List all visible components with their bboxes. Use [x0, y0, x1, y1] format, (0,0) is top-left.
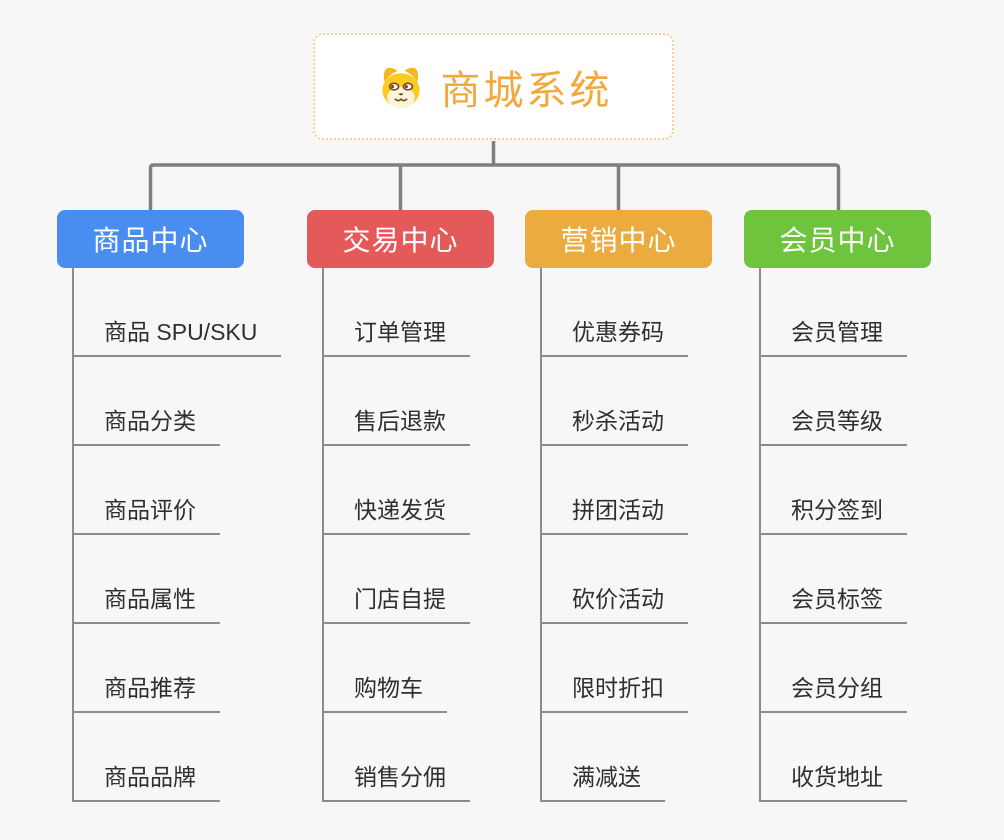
branch-children: 商品 SPU/SKU 商品分类商品评价商品属性商品推荐商品品牌 — [72, 268, 282, 802]
branch-label: 商品中心 — [92, 225, 209, 256]
leaf-label: 会员管理 — [791, 319, 883, 345]
leaf-node[interactable]: 商品评价 — [74, 446, 220, 535]
branch-children: 会员管理会员等级积分签到会员标签会员分组收货地址 — [759, 268, 931, 802]
root-title: 商城系统 — [440, 68, 613, 113]
leaf-node[interactable]: 收货地址 — [761, 713, 907, 802]
leaf-label: 会员等级 — [791, 408, 883, 434]
branch-column-product: 商品中心 商品 SPU/SKU 商品分类商品评价商品属性商品推荐商品品牌 — [57, 210, 282, 802]
leaf-node[interactable]: 积分签到 — [761, 446, 907, 535]
leaf-node[interactable]: 会员标签 — [761, 535, 907, 624]
leaf-node[interactable]: 商品品牌 — [74, 713, 220, 802]
leaf-label: 商品推荐 — [104, 675, 196, 701]
leaf-node[interactable]: 商品推荐 — [74, 624, 220, 713]
leaf-node[interactable]: 商品分类 — [74, 357, 220, 446]
leaf-label: 积分签到 — [791, 497, 883, 523]
leaf-label: 限时折扣 — [572, 675, 664, 701]
leaf-node[interactable]: 快递发货 — [324, 446, 470, 535]
leaf-node[interactable]: 秒杀活动 — [542, 357, 688, 446]
branch-node-member[interactable]: 会员中心 — [744, 210, 931, 268]
branch-column-trade: 交易中心 订单管理售后退款快递发货门店自提购物车销售分佣 — [307, 210, 494, 802]
leaf-label: 商品属性 — [104, 586, 196, 612]
leaf-node[interactable]: 订单管理 — [324, 268, 470, 357]
branch-children: 订单管理售后退款快递发货门店自提购物车销售分佣 — [322, 268, 494, 802]
leaf-node[interactable]: 商品属性 — [74, 535, 220, 624]
branch-node-trade[interactable]: 交易中心 — [307, 210, 494, 268]
leaf-node[interactable]: 会员分组 — [761, 624, 907, 713]
leaf-node[interactable]: 拼团活动 — [542, 446, 688, 535]
leaf-label: 砍价活动 — [572, 586, 664, 612]
leaf-label: 优惠券码 — [572, 319, 664, 345]
branch-children: 优惠券码秒杀活动拼团活动砍价活动限时折扣满减送 — [540, 268, 712, 802]
leaf-label: 购物车 — [354, 675, 423, 701]
leaf-label: 订单管理 — [354, 319, 446, 345]
leaf-node[interactable]: 会员管理 — [761, 268, 907, 357]
leaf-node[interactable]: 门店自提 — [324, 535, 470, 624]
leaf-label: 收货地址 — [791, 764, 883, 790]
branch-node-marketing[interactable]: 营销中心 — [525, 210, 712, 268]
branch-label: 营销中心 — [560, 225, 677, 256]
root-node[interactable]: 商城系统 — [313, 33, 674, 140]
leaf-node[interactable]: 满减送 — [542, 713, 665, 802]
leaf-label: 商品 SPU/SKU — [104, 319, 258, 345]
branch-node-product[interactable]: 商品中心 — [57, 210, 244, 268]
leaf-node[interactable]: 会员等级 — [761, 357, 907, 446]
leaf-label: 会员标签 — [791, 586, 883, 612]
leaf-node[interactable]: 限时折扣 — [542, 624, 688, 713]
leaf-label: 售后退款 — [354, 408, 446, 434]
dog-face-icon — [381, 67, 420, 108]
leaf-node[interactable]: 优惠券码 — [542, 268, 688, 357]
leaf-label: 会员分组 — [791, 675, 883, 701]
branch-column-member: 会员中心 会员管理会员等级积分签到会员标签会员分组收货地址 — [744, 210, 931, 802]
leaf-node[interactable]: 砍价活动 — [542, 535, 688, 624]
leaf-node[interactable]: 销售分佣 — [324, 713, 470, 802]
branch-label: 交易中心 — [342, 225, 459, 256]
leaf-label: 门店自提 — [354, 586, 446, 612]
leaf-label: 商品品牌 — [104, 764, 196, 790]
branch-label: 会员中心 — [779, 225, 896, 256]
leaf-label: 销售分佣 — [354, 764, 446, 790]
leaf-node[interactable]: 购物车 — [324, 624, 447, 713]
leaf-label: 商品评价 — [104, 497, 196, 523]
leaf-node[interactable]: 售后退款 — [324, 357, 470, 446]
branch-column-marketing: 营销中心 优惠券码秒杀活动拼团活动砍价活动限时折扣满减送 — [525, 210, 712, 802]
leaf-label: 满减送 — [572, 764, 641, 790]
leaf-node[interactable]: 商品 SPU/SKU — [74, 268, 282, 357]
leaf-label: 拼团活动 — [572, 497, 664, 523]
leaf-label: 秒杀活动 — [572, 408, 664, 434]
leaf-label: 商品分类 — [104, 408, 196, 434]
leaf-label: 快递发货 — [354, 497, 446, 523]
